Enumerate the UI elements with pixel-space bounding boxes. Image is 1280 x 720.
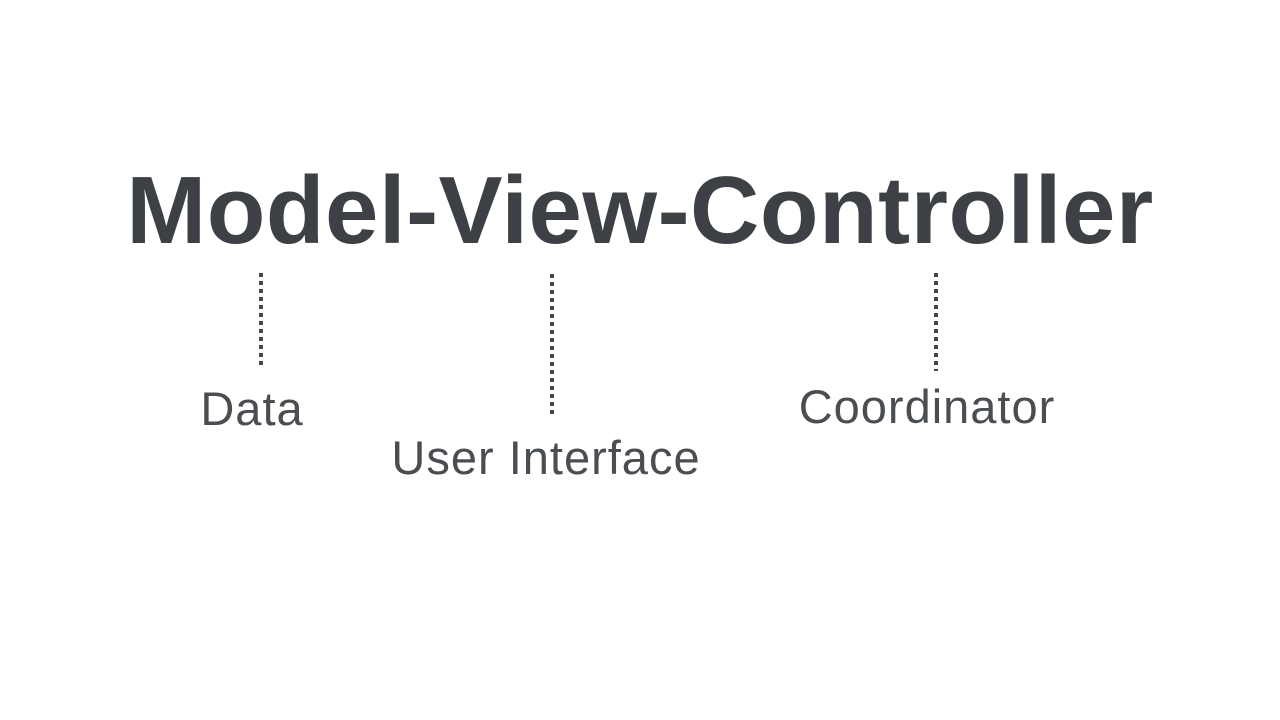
- dotted-connector-model: [259, 273, 263, 369]
- dotted-connector-view: [550, 274, 554, 416]
- label-view-user-interface: User Interface: [391, 431, 701, 484]
- label-model-data: Data: [200, 382, 304, 435]
- diagram-title: Model-View-Controller: [126, 157, 1154, 264]
- label-controller-coordinator: Coordinator: [798, 380, 1056, 433]
- dotted-connector-controller: [934, 273, 938, 371]
